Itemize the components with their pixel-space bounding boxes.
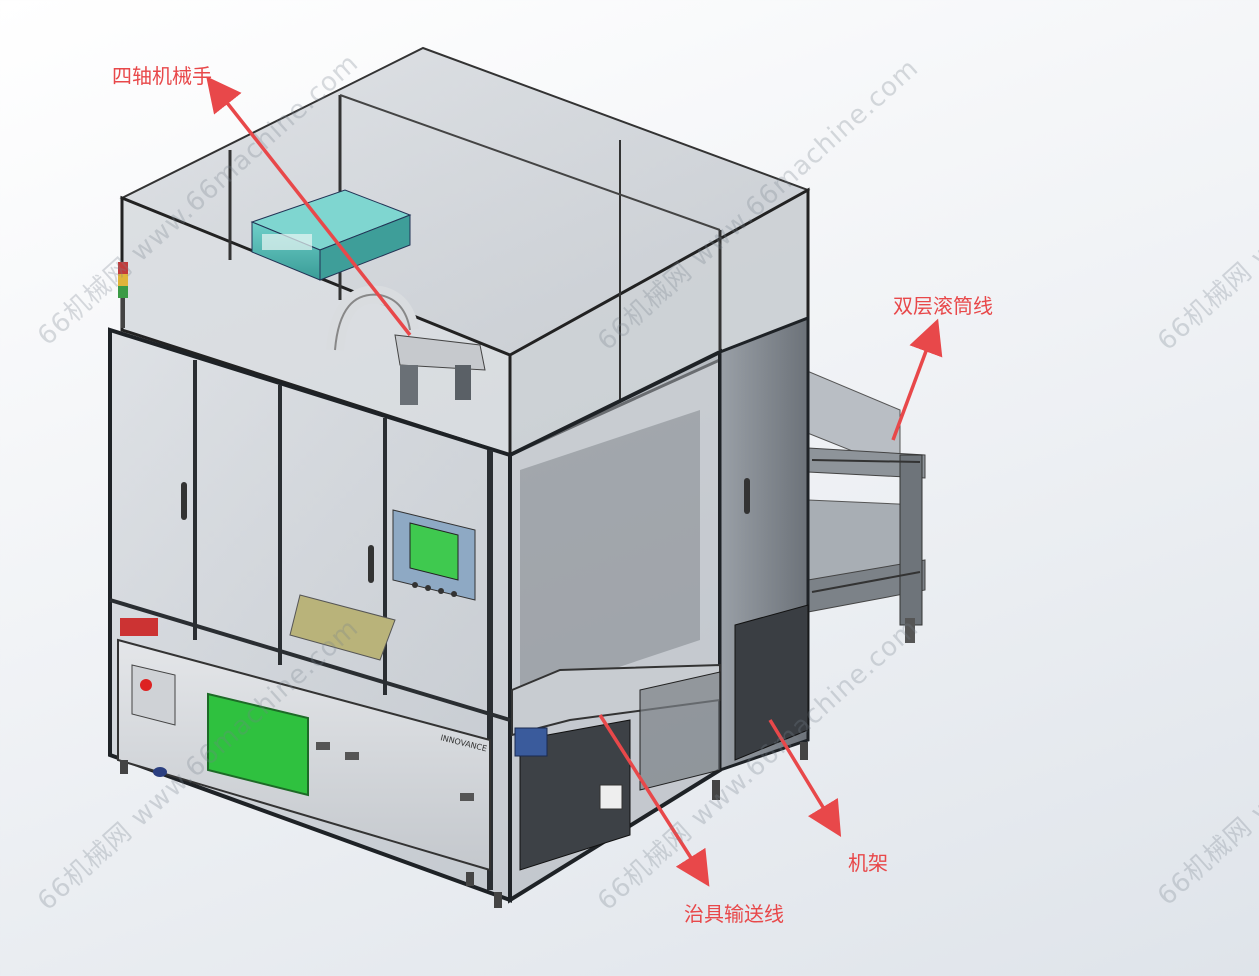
- callout-robot-arm: 四轴机械手: [112, 64, 212, 88]
- scara-robot-arm: [326, 285, 486, 405]
- base-cabinet: INNOVANCE: [117, 618, 491, 872]
- double-roller-line: [799, 367, 926, 643]
- hmi-panel: [392, 509, 476, 601]
- arrow-roller-line: [891, 318, 943, 441]
- arrow-frame: [768, 719, 842, 837]
- machine-feet: [120, 742, 808, 908]
- callout-fixture-conveyor: 治具输送线: [684, 902, 784, 926]
- callout-arrows: [206, 76, 943, 887]
- robot-controller: [250, 189, 412, 281]
- arrow-conveyor: [598, 714, 710, 887]
- fixture-conveyor: [511, 663, 721, 871]
- arrow-robot-arm: [206, 76, 412, 337]
- callout-frame: 机架: [848, 851, 888, 875]
- signal-tower: [118, 262, 128, 328]
- callout-double-roller-line: 双层滚筒线: [893, 294, 993, 318]
